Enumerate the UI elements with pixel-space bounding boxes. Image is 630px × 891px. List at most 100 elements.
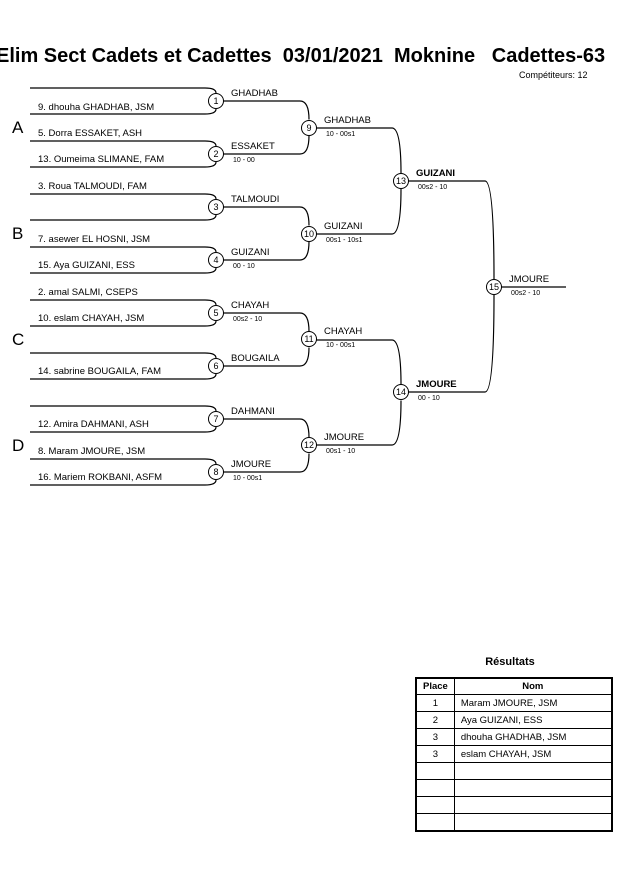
match-winner: GUIZANI [416, 168, 456, 179]
match-number: 4 [208, 252, 224, 268]
entrant: 16. Mariem ROKBANI, ASFM [38, 472, 163, 483]
entrant: 14. sabrine BOUGAILA, FAM [38, 366, 162, 377]
match-winner: ESSAKET [231, 141, 275, 152]
match-number: 12 [301, 437, 317, 453]
bracket-connector [30, 267, 217, 274]
match-score: 10 - 00 [233, 157, 255, 164]
bracket-connector [216, 241, 310, 261]
match-score: 00s1 - 10 [326, 448, 356, 455]
bracket-connector [216, 347, 310, 367]
place-cell [415, 762, 455, 780]
match-number: 7 [208, 411, 224, 427]
name-cell [453, 796, 613, 814]
entrant: 5. Dorra ESSAKET, ASH [38, 128, 143, 139]
match-number: 2 [208, 146, 224, 162]
pool-label: C [12, 330, 25, 349]
pool-label: A [12, 118, 24, 137]
place-cell: 3 [415, 745, 455, 763]
match-number: 15 [486, 279, 502, 295]
bracket-connector [216, 312, 310, 332]
entrant: 10. eslam CHAYAH, JSM [38, 313, 145, 324]
match-number: 10 [301, 226, 317, 242]
bracket-connector [30, 479, 217, 486]
bracket-connector [401, 294, 495, 393]
match-score: 10 - 00s1 [326, 131, 356, 138]
entrant: 3. Roua TALMOUDI, FAM [38, 181, 147, 192]
entrant: 2. amal SALMI, CSEPS [38, 287, 138, 298]
bracket-connector [216, 453, 310, 473]
match-number: 13 [393, 173, 409, 189]
bracket-connector [30, 87, 217, 94]
bracket-connector [30, 426, 217, 433]
name-cell: Maram JMOURE, JSM [453, 694, 613, 712]
place-cell [415, 813, 455, 832]
name-cell: eslam CHAYAH, JSM [453, 745, 613, 763]
bracket-connector [30, 458, 217, 465]
bracket-connector [309, 339, 402, 385]
bracket-connector [309, 127, 402, 174]
name-cell [453, 779, 613, 797]
bracket-connector [30, 193, 217, 200]
place-cell: 2 [415, 711, 455, 729]
entrant: 13. Oumeima SLIMANE, FAM [38, 154, 165, 165]
bracket-connector [309, 188, 402, 235]
entrant: 12. Amira DAHMANI, ASH [38, 419, 149, 430]
match-winner: JMOURE [324, 432, 365, 443]
entrant: 7. asewer EL HOSNI, JSM [38, 234, 151, 245]
match-number: 14 [393, 384, 409, 400]
bracket-connector [30, 352, 217, 359]
bracket-connector [30, 246, 217, 253]
match-winner: TALMOUDI [231, 194, 280, 205]
match-number: 9 [301, 120, 317, 136]
match-winner: GHADHAB [324, 115, 371, 126]
bracket-connector [216, 135, 310, 155]
match-score: 00s2 - 10 [418, 184, 448, 191]
pool-label: B [12, 224, 24, 243]
place-cell: 1 [415, 694, 455, 712]
match-score: 00s2 - 10 [511, 290, 541, 297]
match-score: 10 - 00s1 [233, 475, 263, 482]
column-header-place: Place [415, 677, 455, 695]
pool-label: D [12, 436, 25, 455]
match-number: 8 [208, 464, 224, 480]
match-score: 00 - 10 [233, 263, 255, 270]
entrant: 8. Maram JMOURE, JSM [38, 446, 146, 457]
match-number: 11 [301, 331, 317, 347]
match-winner: CHAYAH [324, 326, 363, 337]
page-title: Elim Sect Cadets et Cadettes 03/01/2021 … [0, 45, 606, 67]
name-cell [453, 813, 613, 832]
match-winner: JMOURE [509, 274, 550, 285]
match-winner: BOUGAILA [231, 353, 280, 364]
match-number: 3 [208, 199, 224, 215]
match-number: 5 [208, 305, 224, 321]
bracket-connector [30, 140, 217, 147]
name-cell: Aya GUIZANI, ESS [453, 711, 613, 729]
place-cell [415, 796, 455, 814]
bracket-connector [401, 180, 495, 280]
competitor-count: Compétiteurs: 12 [519, 70, 588, 80]
match-winner: GUIZANI [231, 247, 270, 258]
entrant: 15. Aya GUIZANI, ESS [38, 260, 135, 271]
column-header-name: Nom [453, 677, 613, 695]
bracket-connector [309, 400, 402, 446]
match-score: 00s2 - 10 [233, 316, 263, 323]
place-cell [415, 779, 455, 797]
table-row [415, 796, 613, 814]
place-cell: 3 [415, 728, 455, 746]
table-row [415, 779, 613, 797]
match-score: 00s1 - 10s1 [326, 237, 363, 244]
bracket-connector [30, 214, 217, 221]
match-score: 00 - 10 [418, 395, 440, 402]
bracket-connector [30, 405, 217, 412]
results-title: Résultats [485, 656, 535, 668]
bracket-connector [30, 320, 217, 327]
bracket-connector [216, 206, 310, 226]
match-winner: GUIZANI [324, 221, 363, 232]
bracket-connector [30, 299, 217, 306]
match-winner: JMOURE [416, 379, 457, 390]
